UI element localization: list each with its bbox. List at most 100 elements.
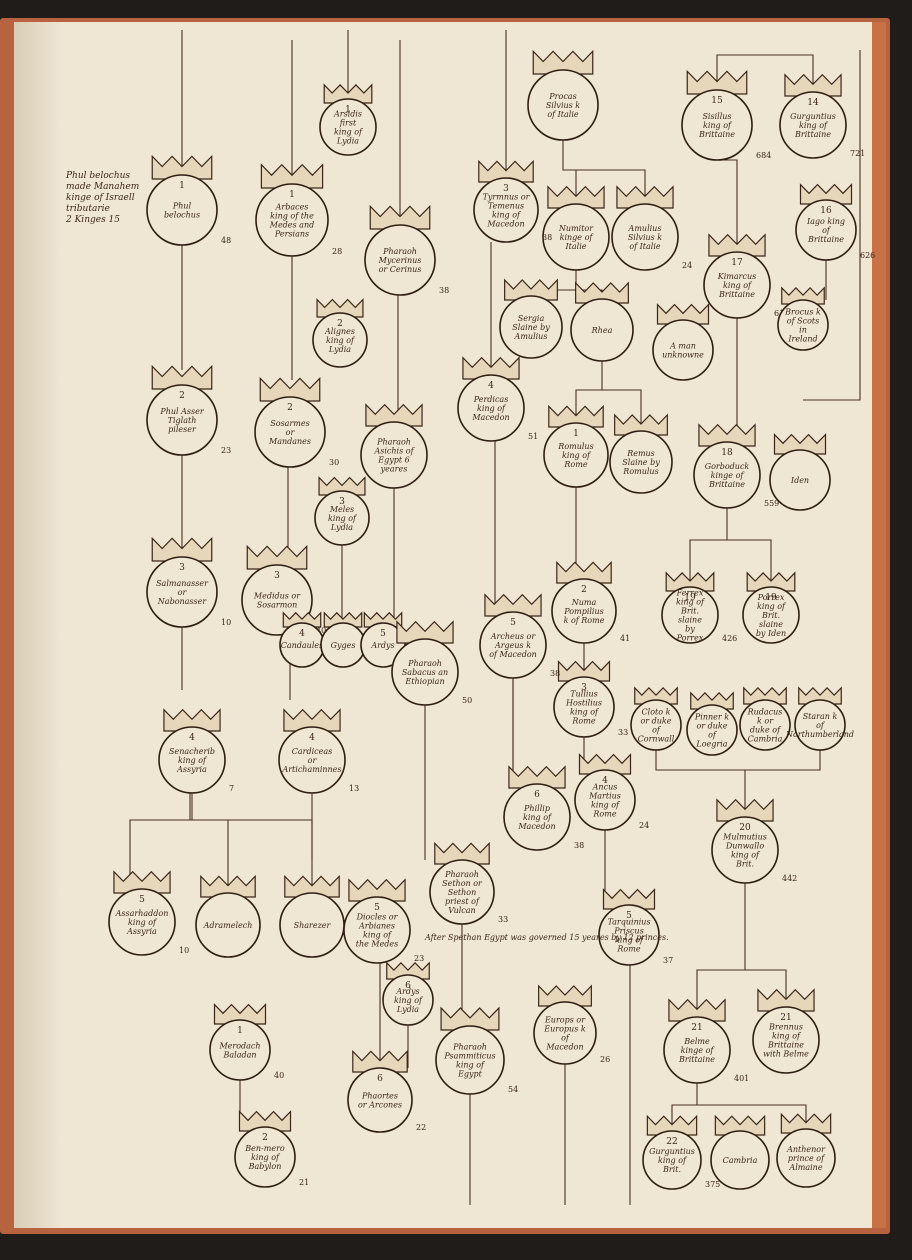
node-label: Romulus: [557, 442, 593, 451]
node-circle: [503, 783, 571, 851]
node-label: king of: [615, 936, 645, 945]
node-years: 48: [221, 236, 231, 245]
node-number: 3: [339, 497, 345, 507]
node-years: 22: [416, 1123, 426, 1132]
node-label: Numitor: [558, 224, 594, 233]
node-label: Italie: [565, 242, 587, 251]
node-label: of: [652, 726, 662, 735]
node-label: or duke: [696, 722, 727, 731]
node-years: 721: [850, 149, 865, 158]
node-label: of: [561, 1034, 571, 1043]
node-label: Rome: [592, 810, 616, 819]
node-label: k of Rome: [564, 616, 605, 625]
node-label: king of: [799, 121, 829, 130]
node-label: Rome: [563, 460, 587, 469]
crown-icon: [656, 303, 710, 325]
crown-icon: [668, 998, 726, 1022]
node-label: A man: [669, 342, 696, 351]
node-number: 6: [405, 981, 411, 991]
node-circle: [499, 295, 563, 359]
crown-icon: [238, 1110, 292, 1132]
node-label: Mulmutius: [722, 833, 767, 842]
node-label: prince of: [788, 1154, 826, 1163]
node-label: or: [286, 428, 296, 437]
node-years: 40: [274, 1071, 284, 1080]
node-label: of Italie: [547, 110, 579, 119]
node-label: Cardiceas: [292, 747, 332, 756]
node-label: Medidus or: [253, 592, 301, 601]
node-years: 54: [508, 1085, 518, 1094]
node-label: Brittaine: [807, 235, 844, 244]
crown-icon: [547, 185, 605, 209]
node-years: 37: [663, 956, 673, 965]
node-label: kinge of: [560, 233, 595, 242]
node-years: 50: [462, 696, 472, 705]
node-label: Artichaminnes: [281, 765, 341, 774]
node-label: Ardys: [395, 987, 419, 996]
node-label: Macedon: [517, 822, 555, 831]
crown-icon: [743, 686, 787, 705]
node-circle: [255, 183, 329, 257]
node-label: with Belme: [763, 1050, 809, 1059]
node-years: 33: [618, 728, 628, 737]
node-years: 10: [221, 618, 231, 627]
node-label: king of: [363, 931, 393, 940]
node-years: 38: [550, 669, 560, 678]
node-label: Rhea: [591, 326, 613, 335]
node-number: 17: [731, 258, 743, 268]
node-number: 3: [179, 563, 185, 573]
node-label: Macedon: [545, 1043, 583, 1052]
genealogy-node-cambria: Cambria: [710, 1114, 770, 1190]
node-label: Gurguntius: [790, 112, 836, 121]
node-label: Northumberland: [785, 730, 854, 739]
node-years: 13: [349, 784, 359, 793]
node-years: 23: [221, 446, 231, 455]
crown-icon: [200, 874, 256, 898]
node-label: king of: [703, 121, 733, 130]
node-number: 14: [807, 98, 819, 108]
node-number: 1: [237, 1026, 243, 1036]
crown-icon: [665, 571, 715, 592]
node-number: 1: [289, 190, 295, 200]
node-label: Brit.: [735, 860, 754, 869]
node-label: Asichis of: [373, 447, 415, 456]
node-number: 5: [510, 618, 516, 628]
marginal-note-line: tributarie: [66, 204, 110, 214]
crown-icon: [575, 281, 629, 304]
node-years: 38: [574, 841, 584, 850]
crown-icon: [781, 286, 825, 305]
node-number: 4: [602, 776, 608, 786]
node-number: 4: [309, 733, 315, 743]
crown-icon: [538, 984, 592, 1007]
node-label: Sethon or: [442, 879, 483, 888]
node-label: in: [799, 326, 807, 335]
node-label: king of: [456, 1061, 486, 1070]
crown-icon: [386, 961, 430, 980]
node-label: Ethiopian: [404, 677, 444, 686]
crown-icon: [690, 691, 734, 710]
node-label: priest of: [445, 897, 481, 906]
node-label: Silvius k: [628, 233, 662, 242]
crown-icon: [686, 69, 748, 95]
node-label: Tiglath: [168, 416, 197, 425]
node-circle: [382, 974, 434, 1026]
node-label: Assyria: [176, 765, 207, 774]
node-label: Merodach: [218, 1042, 260, 1051]
node-label: king of: [658, 1156, 688, 1165]
node-label: king of: [251, 1153, 281, 1162]
